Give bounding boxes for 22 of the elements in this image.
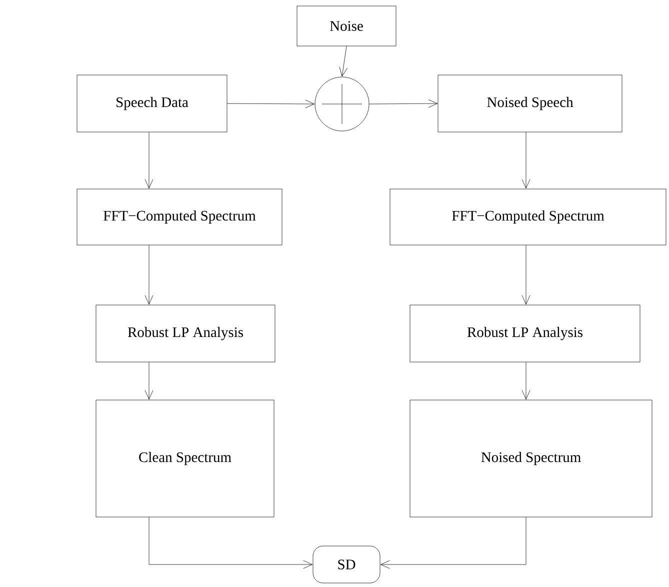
process-box: Robust LP Analysis xyxy=(96,304,276,362)
arrow xyxy=(144,362,154,400)
arrow xyxy=(144,132,154,188)
result-box: SD xyxy=(312,546,380,584)
arrow xyxy=(380,517,526,569)
process-box: Clean Spectrum xyxy=(96,400,274,518)
arrow xyxy=(369,99,438,108)
process-box: FFT−Computed Spectrum xyxy=(390,188,666,246)
process-box: Robust LP Analysis xyxy=(410,304,640,362)
arrow xyxy=(339,46,348,77)
process-box: Noise xyxy=(296,6,396,46)
process-box: FFT−Computed Spectrum xyxy=(76,188,282,246)
process-box: Noised Speech xyxy=(438,74,622,132)
process-box: Speech Data xyxy=(76,74,228,132)
process-box: Noised Spectrum xyxy=(410,400,652,518)
arrow xyxy=(148,517,312,569)
arrow xyxy=(144,245,154,304)
arrow xyxy=(522,362,530,400)
arrow xyxy=(522,132,530,188)
arrow xyxy=(227,100,314,108)
summing-junction xyxy=(314,76,370,132)
arrow xyxy=(522,245,530,304)
